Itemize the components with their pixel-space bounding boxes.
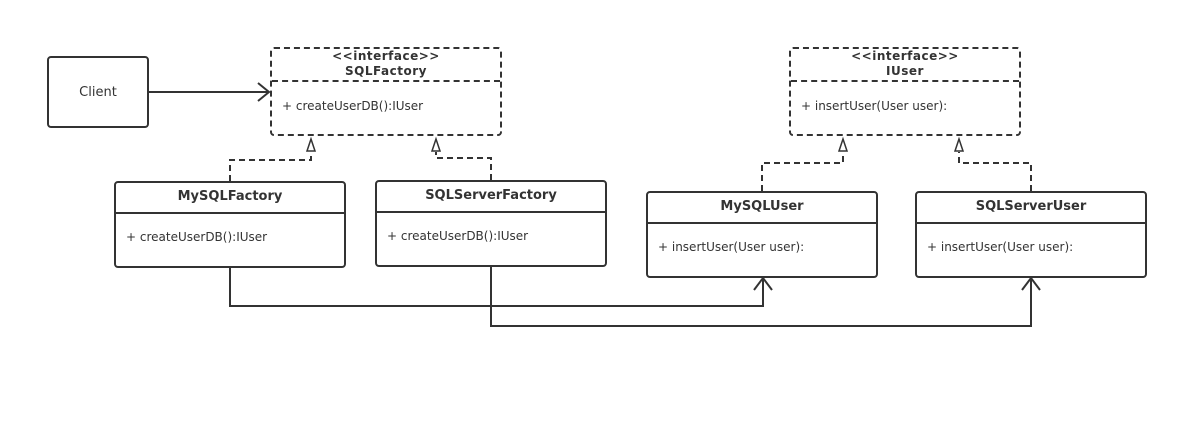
stereotype-label: <<interface>> <box>851 49 959 63</box>
class-header: SQLServerUser <box>917 193 1145 224</box>
dependency-sqlserverfactory-sqlserveruser <box>490 266 1032 327</box>
sqlserveruser-class[interactable]: SQLServerUser + insertUser(User user): <box>915 191 1147 278</box>
dependency-mysqlfactory-mysqluser <box>229 266 764 307</box>
client-box[interactable]: Client <box>47 56 149 128</box>
class-name: SQLServerUser <box>975 199 1087 214</box>
sqlfactory-interface[interactable]: <<interface>> SQLFactory + createUserDB(… <box>270 47 502 136</box>
class-header: MySQLUser <box>648 193 876 224</box>
hollow-triangle-head <box>430 136 442 152</box>
client-label: Client <box>79 84 117 100</box>
sqlserverfactory-class[interactable]: SQLServerFactory + createUserDB():IUser <box>375 180 607 267</box>
method-label: + insertUser(User user): <box>801 99 948 113</box>
interface-name: IUser <box>886 64 924 78</box>
realization-sqlserveruser-iuser <box>958 152 1032 191</box>
class-header: SQLServerFactory <box>377 182 605 213</box>
method-label: + insertUser(User user): <box>927 240 1074 254</box>
class-header: MySQLFactory <box>116 183 344 214</box>
mysqluser-class[interactable]: MySQLUser + insertUser(User user): <box>646 191 878 278</box>
method-label: + createUserDB():IUser <box>126 230 268 244</box>
realization-mysqlfactory-sqlfactory <box>229 152 312 181</box>
stereotype-label: <<interface>> <box>332 49 440 63</box>
sqlfactory-header: <<interface>> SQLFactory <box>272 49 500 82</box>
iuser-interface[interactable]: <<interface>> IUser + insertUser(User us… <box>789 47 1021 136</box>
method-label: + createUserDB():IUser <box>282 99 424 113</box>
mysqlfactory-class[interactable]: MySQLFactory + createUserDB():IUser <box>114 181 346 268</box>
hollow-triangle-head <box>837 136 849 152</box>
open-arrowhead <box>1021 276 1041 291</box>
class-name: MySQLUser <box>720 199 804 214</box>
realization-sqlserverfactory-sqlfactory <box>435 152 492 180</box>
realization-mysqluser-iuser <box>761 152 844 191</box>
hollow-triangle-head <box>305 136 317 152</box>
open-arrowhead <box>753 276 773 291</box>
hollow-triangle-head <box>953 136 965 152</box>
open-arrowhead <box>257 82 271 102</box>
iuser-header: <<interface>> IUser <box>791 49 1019 82</box>
class-name: SQLServerFactory <box>425 188 557 203</box>
interface-name: SQLFactory <box>345 64 427 78</box>
method-label: + insertUser(User user): <box>658 240 805 254</box>
method-label: + createUserDB():IUser <box>387 229 529 243</box>
class-name: MySQLFactory <box>177 189 283 204</box>
